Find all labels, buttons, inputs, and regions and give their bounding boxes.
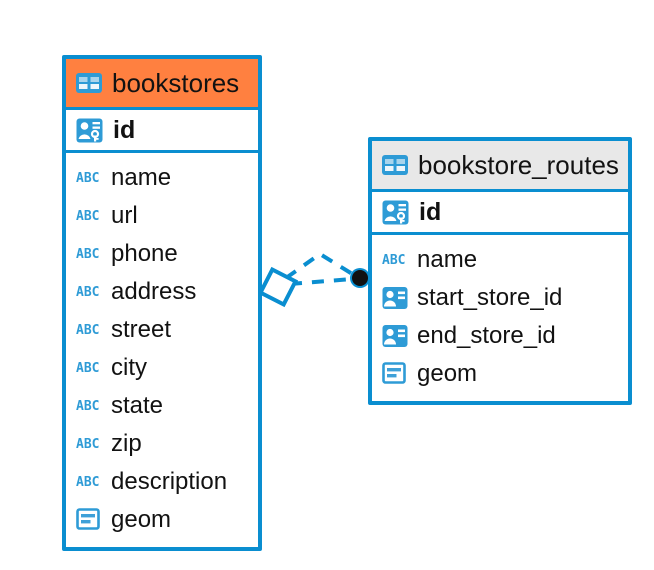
text-type-icon: ABC (76, 322, 100, 338)
primary-key-label: id (419, 197, 442, 226)
primary-key-label: id (113, 115, 136, 144)
field-row[interactable]: ABC address (66, 273, 258, 311)
field-row[interactable]: ABC state (66, 387, 258, 425)
entity-header-bookstore-routes[interactable]: bookstore_routes (372, 141, 628, 189)
field-label: city (111, 354, 147, 381)
field-label: zip (111, 430, 142, 457)
field-list: ABC name ABC url ABC phone ABC address A… (66, 153, 258, 547)
field-row[interactable]: start_store_id (372, 279, 628, 317)
primary-key-row[interactable]: id (66, 107, 258, 153)
relationship-line-middle (289, 277, 353, 286)
entity-table-bookstores[interactable]: bookstores id ABC name (62, 55, 262, 551)
field-row[interactable]: end_store_id (372, 317, 628, 355)
text-type-icon: ABC (76, 436, 100, 452)
entity-header-bookstores[interactable]: bookstores (66, 59, 258, 107)
relationship-circle-marker (350, 268, 370, 288)
field-label: phone (111, 240, 178, 267)
text-type-icon: ABC (76, 398, 100, 414)
field-list: ABC name start_store_id (372, 235, 628, 401)
field-label: url (111, 202, 138, 229)
field-row[interactable]: ABC phone (66, 235, 258, 273)
field-label: name (111, 164, 172, 191)
field-row[interactable]: geom (372, 355, 628, 393)
field-row[interactable]: ABC city (66, 349, 258, 387)
text-type-icon: ABC (76, 246, 100, 262)
field-label: geom (111, 506, 172, 533)
field-label: end_store_id (417, 322, 556, 349)
geometry-type-icon (76, 508, 102, 532)
field-row[interactable]: ABC name (66, 159, 258, 197)
entity-title: bookstore_routes (418, 150, 619, 180)
foreign-key-icon (382, 286, 408, 310)
primary-key-row[interactable]: id (372, 189, 628, 235)
field-row[interactable]: ABC name (372, 241, 628, 279)
field-label: name (417, 246, 478, 273)
field-row[interactable]: ABC description (66, 463, 258, 501)
field-row[interactable]: ABC zip (66, 425, 258, 463)
table-icon (382, 155, 408, 175)
entity-table-bookstore-routes[interactable]: bookstore_routes id ABC name (368, 137, 632, 405)
text-type-icon: ABC (76, 170, 100, 186)
field-label: street (111, 316, 172, 343)
field-label: address (111, 278, 197, 305)
field-label: geom (417, 360, 478, 387)
field-row[interactable]: ABC street (66, 311, 258, 349)
text-type-icon: ABC (76, 474, 100, 490)
primary-key-icon (382, 199, 409, 226)
primary-key-icon (76, 117, 103, 144)
field-label: state (111, 392, 164, 419)
foreign-key-icon (382, 324, 408, 348)
field-label: description (111, 468, 228, 495)
field-row[interactable]: ABC url (66, 197, 258, 235)
text-type-icon: ABC (76, 208, 100, 224)
field-row[interactable]: geom (66, 501, 258, 539)
text-type-icon: ABC (76, 284, 100, 300)
geometry-type-icon (382, 362, 408, 386)
text-type-icon: ABC (382, 252, 406, 268)
field-label: start_store_id (417, 284, 563, 311)
entity-title: bookstores (112, 68, 240, 98)
relationship-line-arc (284, 252, 356, 280)
text-type-icon: ABC (76, 360, 100, 376)
table-icon (76, 73, 102, 93)
